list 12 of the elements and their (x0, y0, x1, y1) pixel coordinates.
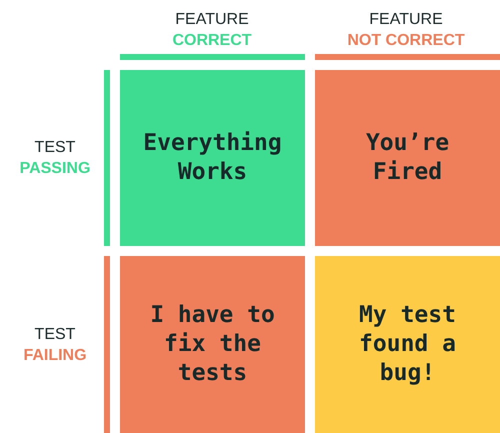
row-category-label: PASSING (20, 160, 90, 178)
row-axis-label: TEST (34, 326, 76, 344)
column-category-label: CORRECT (172, 32, 252, 50)
column-category-label: NOT CORRECT (347, 32, 465, 50)
matrix-quadrant: You’re Fired (315, 70, 500, 246)
matrix-quadrant: Everything Works (120, 70, 305, 246)
column-axis-label: FEATURE (175, 11, 249, 29)
row-category-label: FAILING (23, 347, 87, 365)
row-axis-label: TEST (34, 139, 76, 157)
column-axis-label: FEATURE (369, 11, 443, 29)
matrix-quadrant: My test found a bug! (315, 256, 500, 433)
matrix-quadrant: I have to fix the tests (120, 256, 305, 433)
